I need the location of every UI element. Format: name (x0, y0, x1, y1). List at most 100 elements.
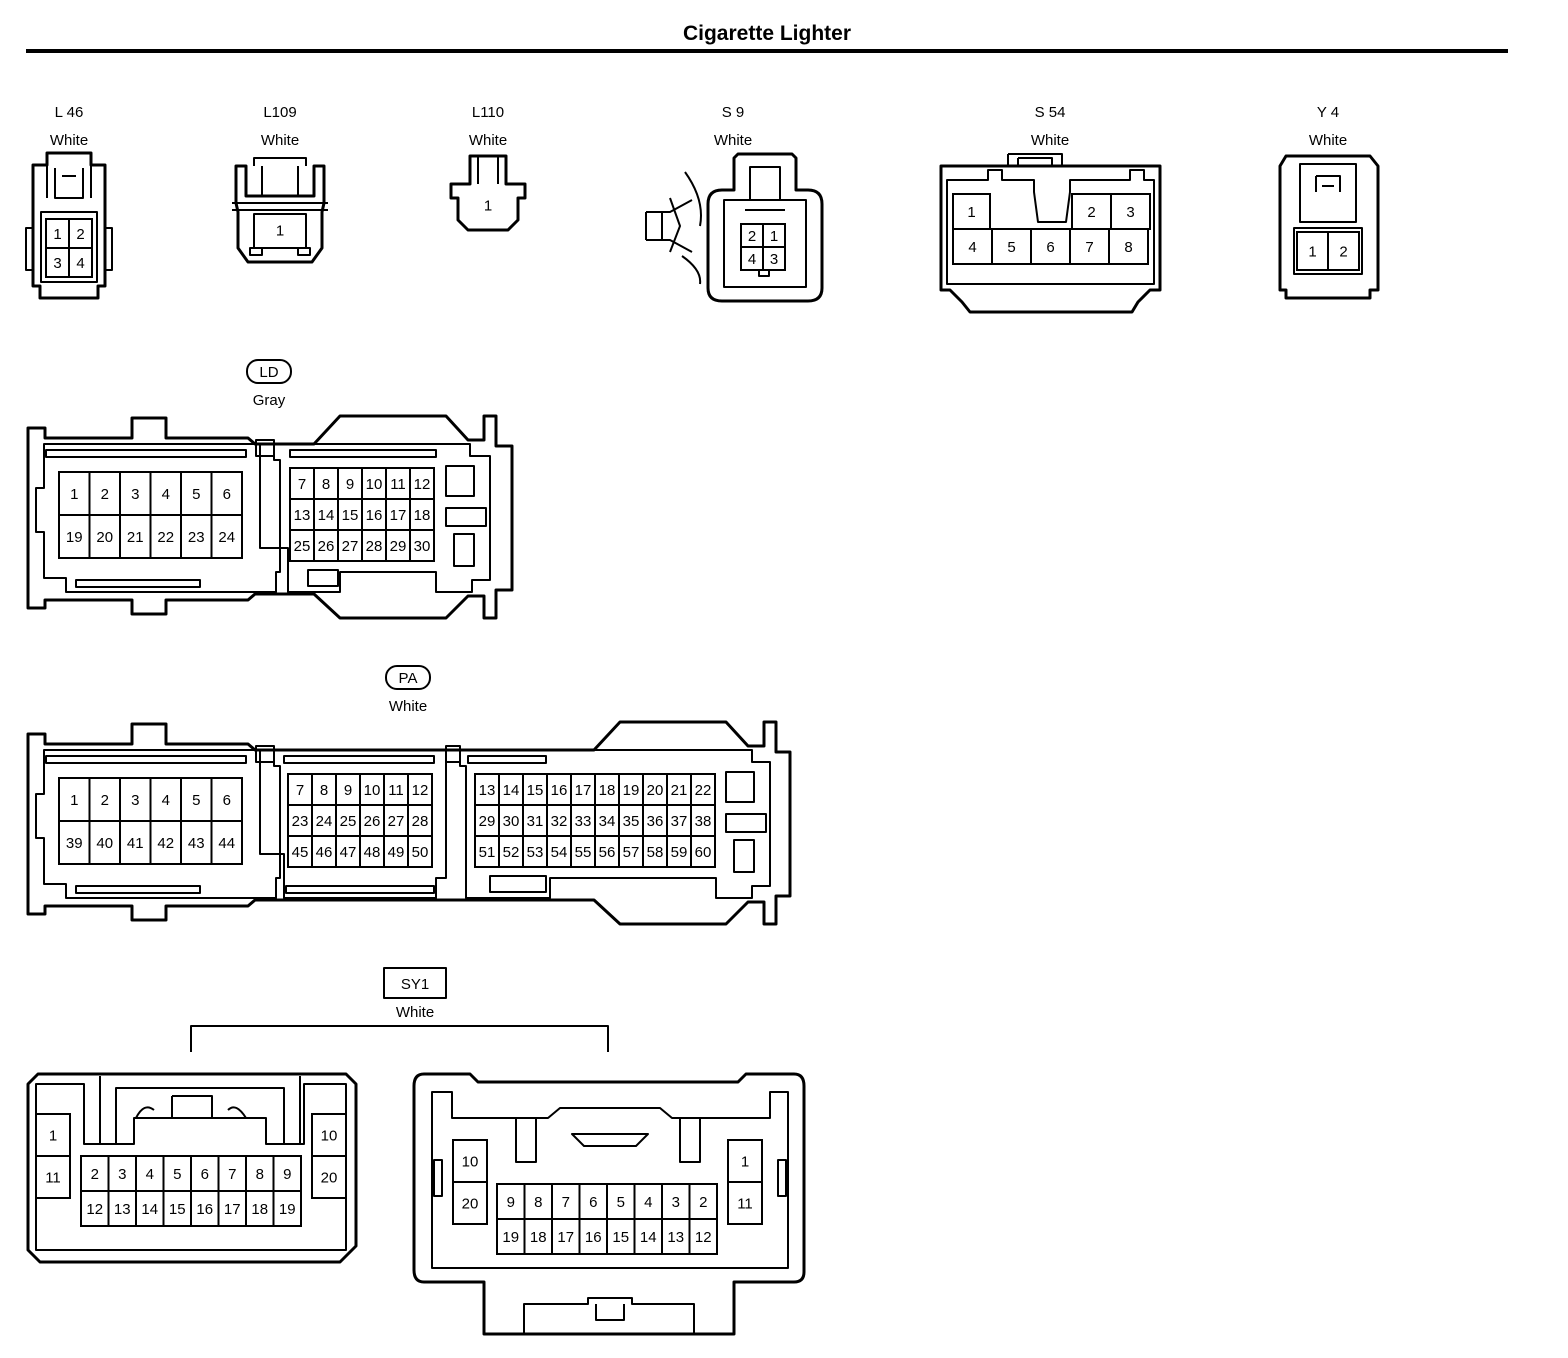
connector-code: L110 (472, 104, 504, 121)
pin-cell (162, 1190, 192, 1227)
pin-label: 26 (318, 538, 335, 555)
pin-label: 29 (479, 813, 496, 830)
pin-label: 19 (502, 1229, 519, 1246)
pin-label: 19 (66, 529, 83, 546)
pin-label: 16 (551, 782, 568, 799)
connector-color: White (389, 698, 427, 715)
pin-cell (727, 1139, 763, 1183)
pin-cell (335, 773, 361, 806)
connector-color: White (1309, 132, 1347, 149)
pin-label: 2 (91, 1166, 99, 1183)
pin-cell (570, 835, 596, 868)
connector-code: S 54 (1035, 104, 1066, 121)
pin-cell (409, 467, 435, 500)
connector-cavity (253, 213, 307, 249)
pin-label: 6 (1046, 239, 1054, 256)
pin-cell (58, 777, 91, 822)
connector-latch (1007, 153, 1063, 166)
pin-cell (335, 835, 361, 868)
connector-color: White (469, 132, 507, 149)
pin-label: 47 (340, 844, 357, 861)
pin-cell (661, 1183, 691, 1220)
pin-cell (68, 247, 93, 278)
pin-label: 60 (695, 844, 712, 861)
pin-label: 28 (412, 813, 429, 830)
pin-label: 50 (412, 844, 429, 861)
connector-notch (445, 745, 461, 763)
pin-cell (245, 1190, 275, 1227)
pin-label: 23 (292, 813, 309, 830)
pin-cell (578, 1218, 608, 1255)
pin-label: 3 (131, 792, 139, 809)
connector-slot (725, 813, 767, 833)
pin-cell (1030, 228, 1071, 265)
connector-code: Y 4 (1317, 104, 1339, 121)
pin-cell (1327, 231, 1360, 271)
connector-code-badge (385, 665, 431, 690)
pin-label: 28 (366, 538, 383, 555)
pin-label: 8 (320, 782, 328, 799)
pin-label: 9 (507, 1194, 515, 1211)
pin-label: 54 (551, 844, 568, 861)
pin-label: 13 (114, 1201, 131, 1218)
pin-label: 15 (527, 782, 544, 799)
pin-label: 22 (157, 529, 174, 546)
connector-L109: L109 White 1 (232, 104, 328, 264)
connector-rib (45, 449, 247, 458)
pin-label: 48 (364, 844, 381, 861)
pin-cell (522, 835, 548, 868)
pin-label: 10 (462, 1154, 479, 1171)
pin-cell (359, 835, 385, 868)
pin-label: 12 (412, 782, 429, 799)
pin-label: 2 (699, 1194, 707, 1211)
pin-label: 1 (70, 486, 78, 503)
pin-label: 4 (748, 251, 756, 268)
pin-label: 3 (118, 1166, 126, 1183)
pin-cell (119, 514, 152, 559)
pin-cell (1071, 193, 1112, 230)
pin-label: 13 (667, 1229, 684, 1246)
pin-label: 2 (1339, 244, 1347, 261)
pin-label: 14 (640, 1229, 657, 1246)
pin-label: 1 (49, 1128, 57, 1145)
pin-label: 55 (575, 844, 592, 861)
pin-label: 2 (1087, 204, 1095, 221)
pin-cell (594, 835, 620, 868)
pin-label: 2 (748, 228, 756, 245)
pin-cell (210, 820, 243, 865)
pin-cell (688, 1183, 718, 1220)
connector-code-box (383, 967, 447, 999)
pin-label: 24 (218, 529, 235, 546)
connector-slot (733, 839, 755, 873)
pin-label: 8 (534, 1194, 542, 1211)
pin-label: 25 (294, 538, 311, 555)
pin-label: 7 (1085, 239, 1093, 256)
pin-label: 17 (224, 1201, 241, 1218)
pin-label: 7 (562, 1194, 570, 1211)
pin-cell (690, 835, 716, 868)
pin-label: 46 (316, 844, 333, 861)
pin-cell (407, 804, 433, 837)
pin-label: 13 (294, 507, 311, 524)
pin-cell (180, 471, 213, 516)
connector-slot (445, 465, 475, 497)
pin-label: 23 (188, 529, 205, 546)
pin-label: 41 (127, 835, 144, 852)
pin-label: 4 (162, 792, 170, 809)
pin-cell (311, 1155, 347, 1199)
connector-code: S 9 (722, 104, 745, 121)
connector-housing (1278, 154, 1380, 300)
pin-label: 14 (503, 782, 520, 799)
pin-label: 1 (484, 198, 492, 215)
pin-label: 16 (366, 507, 383, 524)
pin-cell (58, 514, 91, 559)
connector-code: PA (399, 670, 418, 687)
pin-label: 19 (623, 782, 640, 799)
